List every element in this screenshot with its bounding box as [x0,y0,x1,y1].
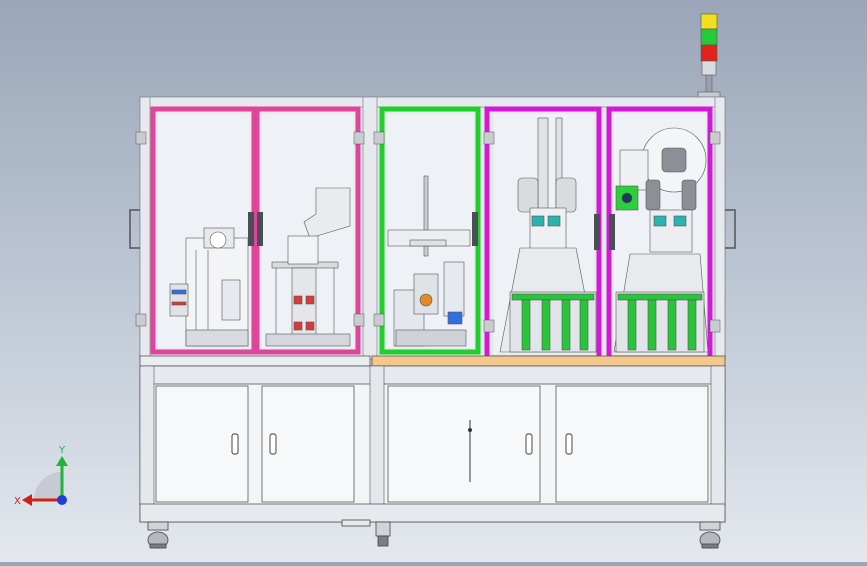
casters [147,519,721,549]
station-1-mechanism [169,227,249,347]
cabinet-door-4[interactable] [555,385,709,503]
coordinate-triad: X Y [14,445,68,507]
lower-cabinet [139,365,726,523]
signal-tower [697,13,721,99]
station-5-mechanism [613,127,709,353]
signal-light-red [700,44,718,62]
station-4-mechanism [499,117,597,353]
cabinet-door-3[interactable] [387,385,541,503]
x-axis-label: X [14,496,21,507]
signal-light-green [700,28,718,46]
signal-light-base [701,60,717,76]
station-2-press [265,187,351,347]
worktop [139,355,726,367]
cabinet-door-2[interactable] [261,385,355,503]
y-axis-label: Y [58,445,66,456]
station-3-mechanism [387,175,471,347]
signal-light-yellow [700,13,718,30]
